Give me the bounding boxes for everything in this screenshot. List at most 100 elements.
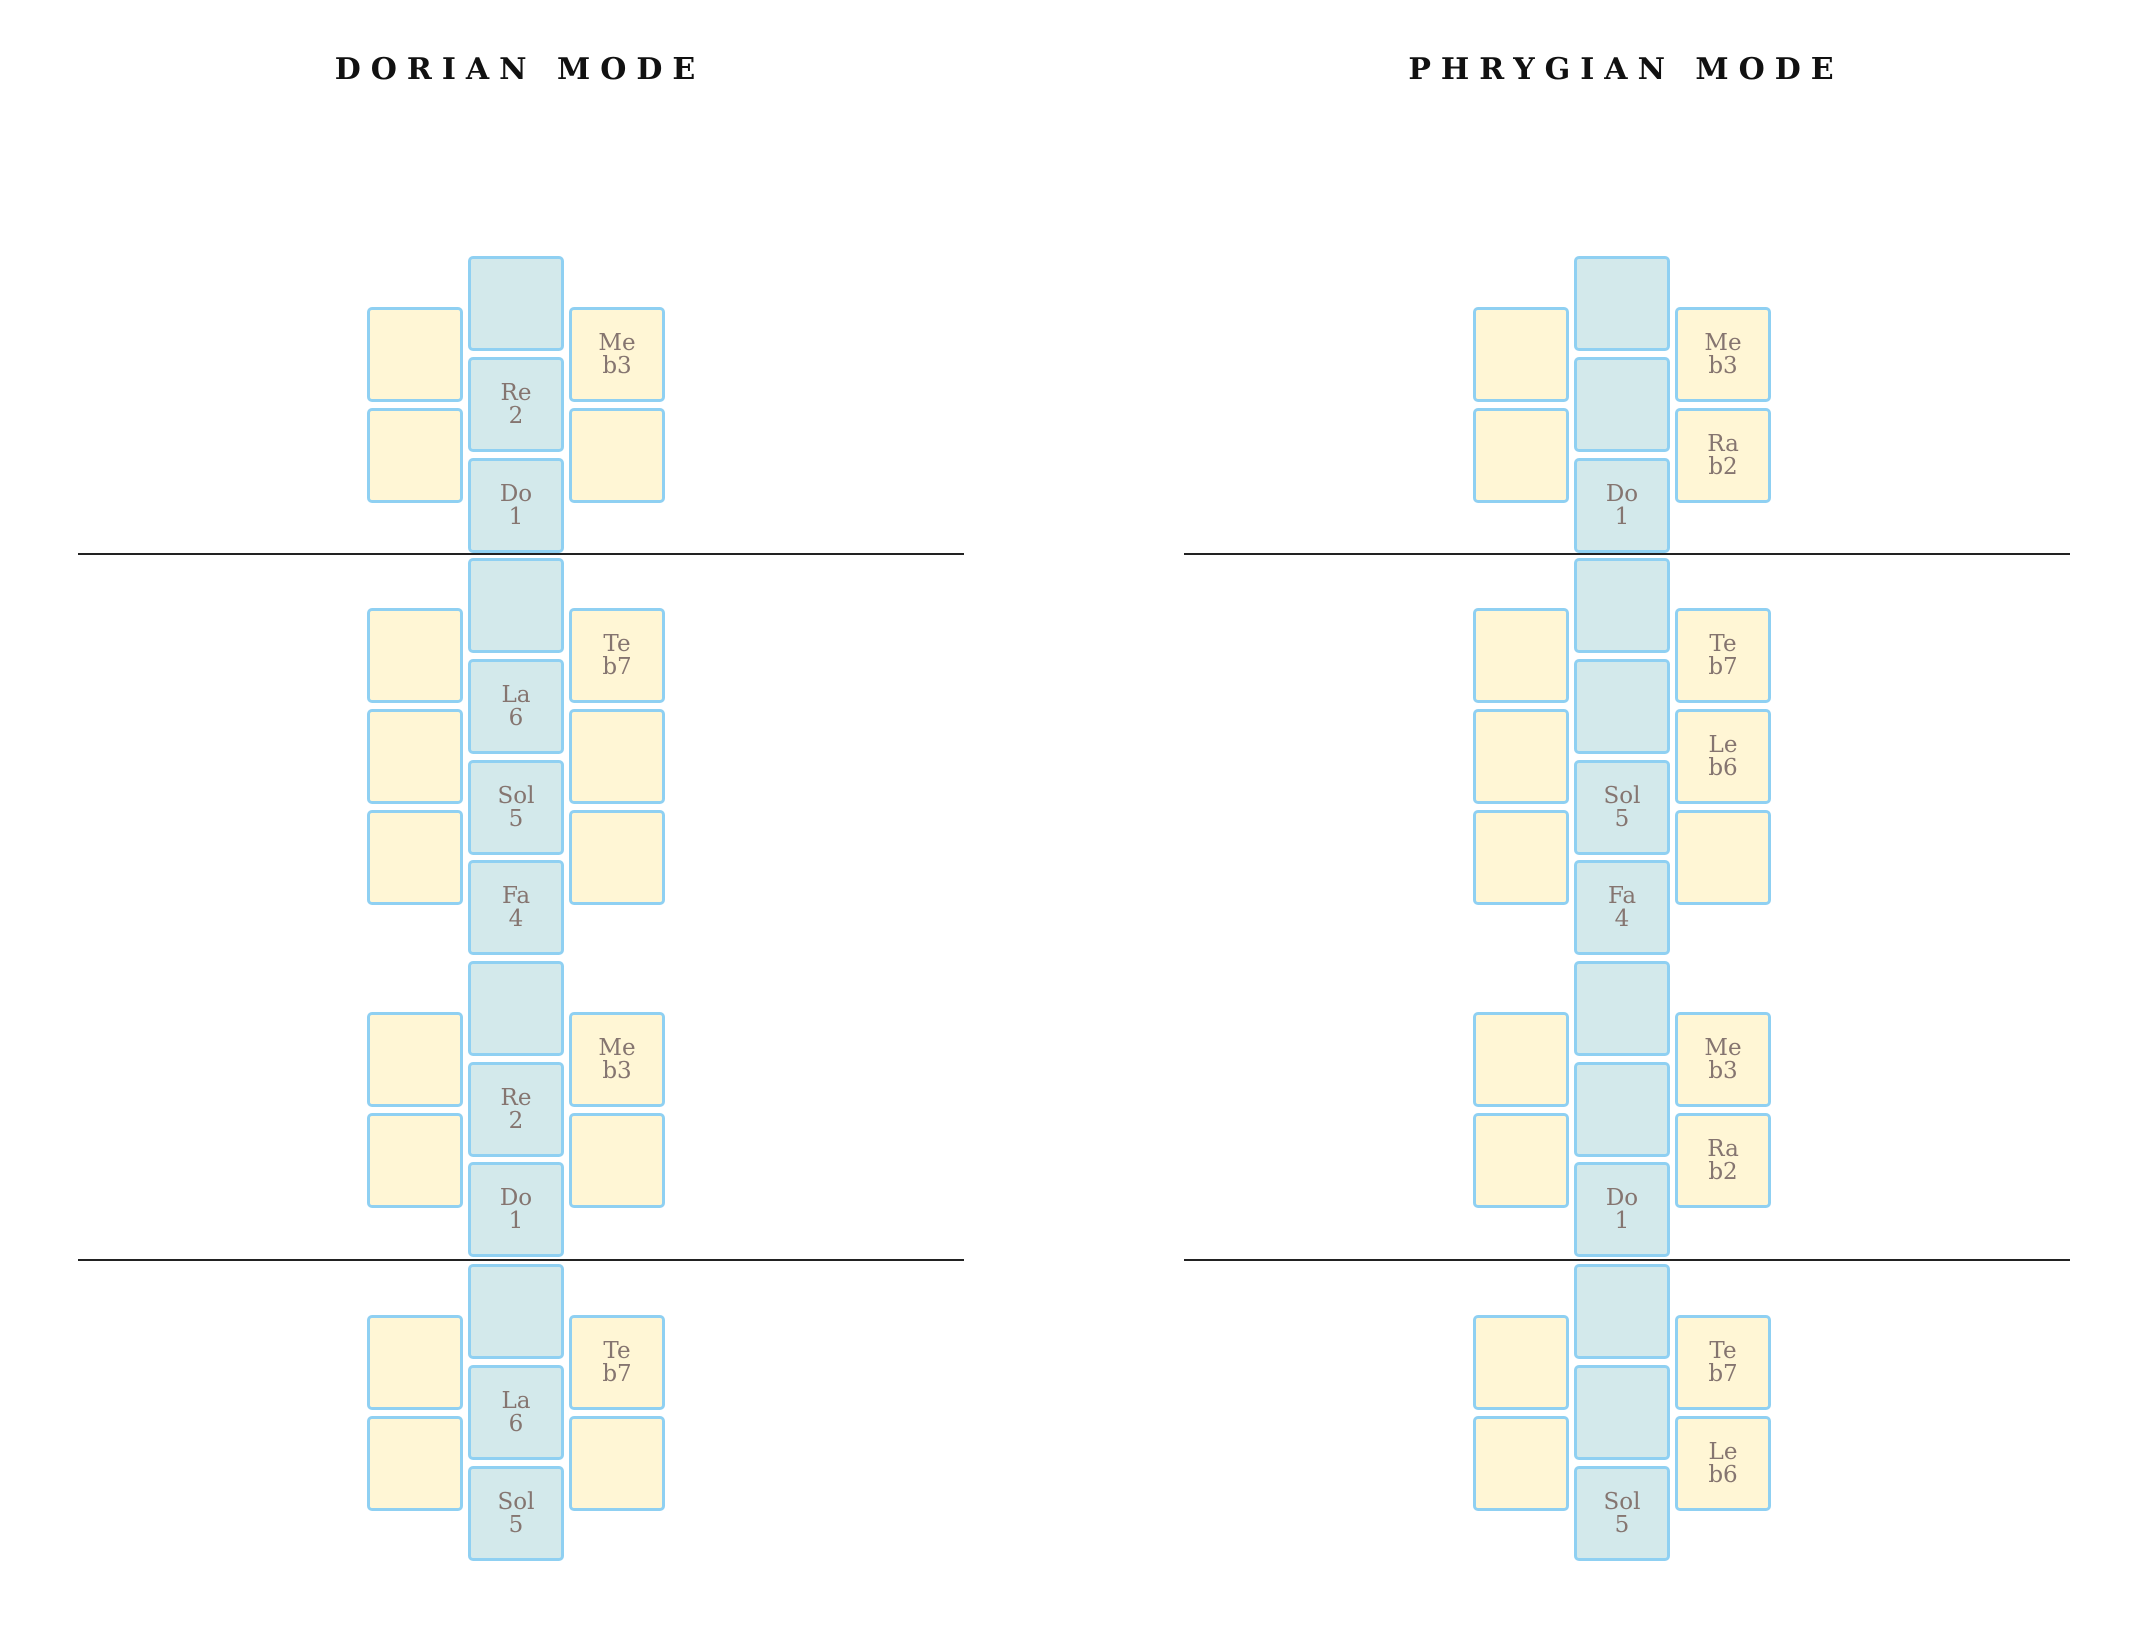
- scale-degree: b7: [602, 1360, 632, 1387]
- scale-degree: 1: [508, 1207, 524, 1234]
- left-note-cell: [367, 408, 463, 503]
- scale-degree: 2: [508, 402, 524, 429]
- note-syllable: Te: [603, 1337, 631, 1364]
- left-note-cell: [1473, 307, 1569, 402]
- center-note-cell: [1574, 1264, 1670, 1359]
- center-note-cell: [468, 558, 564, 653]
- left-note-cell: [1473, 1315, 1569, 1410]
- note-syllable: Do: [1605, 1184, 1639, 1211]
- left-note-cell: [1473, 608, 1569, 703]
- note-syllable: Fa: [1607, 882, 1637, 909]
- scale-degree: 1: [1614, 503, 1630, 530]
- note-syllable: Me: [598, 329, 636, 356]
- scale-degree: 5: [1614, 1511, 1630, 1538]
- note-syllable: Sol: [1603, 1488, 1641, 1515]
- scale-degree: b6: [1708, 1461, 1738, 1488]
- panel-title: PHRYGIAN MODE: [1408, 52, 1844, 87]
- left-note-cell: [1473, 408, 1569, 503]
- left-note-cell: [367, 1113, 463, 1208]
- center-note-cell: [1574, 357, 1670, 452]
- scale-degree: 2: [508, 1107, 524, 1134]
- note-syllable: Do: [499, 1184, 533, 1211]
- center-note-cell: [1574, 961, 1670, 1056]
- note-syllable: Sol: [497, 1488, 535, 1515]
- right-note-cell: [1675, 810, 1771, 905]
- left-note-cell: [367, 1315, 463, 1410]
- scale-degree: b7: [1708, 1360, 1738, 1387]
- scale-degree: b2: [1708, 1158, 1738, 1185]
- scale-degree: 1: [1614, 1207, 1630, 1234]
- scale-degree: 1: [508, 503, 524, 530]
- note-syllable: La: [501, 1387, 531, 1414]
- center-note-cell: [1574, 256, 1670, 351]
- note-syllable: Me: [1704, 329, 1742, 356]
- scale-degree: 4: [508, 905, 524, 932]
- note-syllable: Me: [1704, 1034, 1742, 1061]
- center-note-cell: [468, 1264, 564, 1359]
- left-note-cell: [367, 307, 463, 402]
- scale-degree: b3: [1708, 352, 1738, 379]
- note-syllable: Fa: [501, 882, 531, 909]
- left-note-cell: [1473, 1416, 1569, 1511]
- octave-divider-line: [1184, 1259, 2070, 1261]
- right-note-cell: [569, 1113, 665, 1208]
- scale-degree: 5: [508, 805, 524, 832]
- note-syllable: Re: [500, 379, 532, 406]
- note-syllable: Le: [1708, 731, 1738, 758]
- scale-degree: 4: [1614, 905, 1630, 932]
- center-note-cell: [1574, 659, 1670, 754]
- octave-divider-line: [78, 553, 964, 555]
- octave-divider-line: [1184, 553, 2070, 555]
- left-note-cell: [367, 810, 463, 905]
- note-syllable: Te: [1709, 630, 1737, 657]
- scale-degree: 5: [1614, 805, 1630, 832]
- note-syllable: La: [501, 681, 531, 708]
- right-note-cell: [569, 1416, 665, 1511]
- left-note-cell: [1473, 1012, 1569, 1107]
- scale-degree: b7: [602, 653, 632, 680]
- scale-degree: 6: [508, 704, 524, 731]
- scale-degree: b3: [602, 352, 632, 379]
- scale-degree: 5: [508, 1511, 524, 1538]
- note-syllable: Me: [598, 1034, 636, 1061]
- note-syllable: Sol: [1603, 782, 1641, 809]
- note-syllable: Te: [1709, 1337, 1737, 1364]
- note-syllable: Le: [1708, 1438, 1738, 1465]
- scale-degree: b2: [1708, 453, 1738, 480]
- left-note-cell: [367, 1416, 463, 1511]
- note-syllable: Ra: [1707, 430, 1739, 457]
- center-note-cell: [1574, 1062, 1670, 1157]
- left-note-cell: [367, 608, 463, 703]
- scale-degree: b6: [1708, 754, 1738, 781]
- scale-degree: b3: [602, 1057, 632, 1084]
- note-syllable: Sol: [497, 782, 535, 809]
- note-syllable: Do: [1605, 480, 1639, 507]
- right-note-cell: [569, 408, 665, 503]
- scale-degree: 6: [508, 1410, 524, 1437]
- note-syllable: Te: [603, 630, 631, 657]
